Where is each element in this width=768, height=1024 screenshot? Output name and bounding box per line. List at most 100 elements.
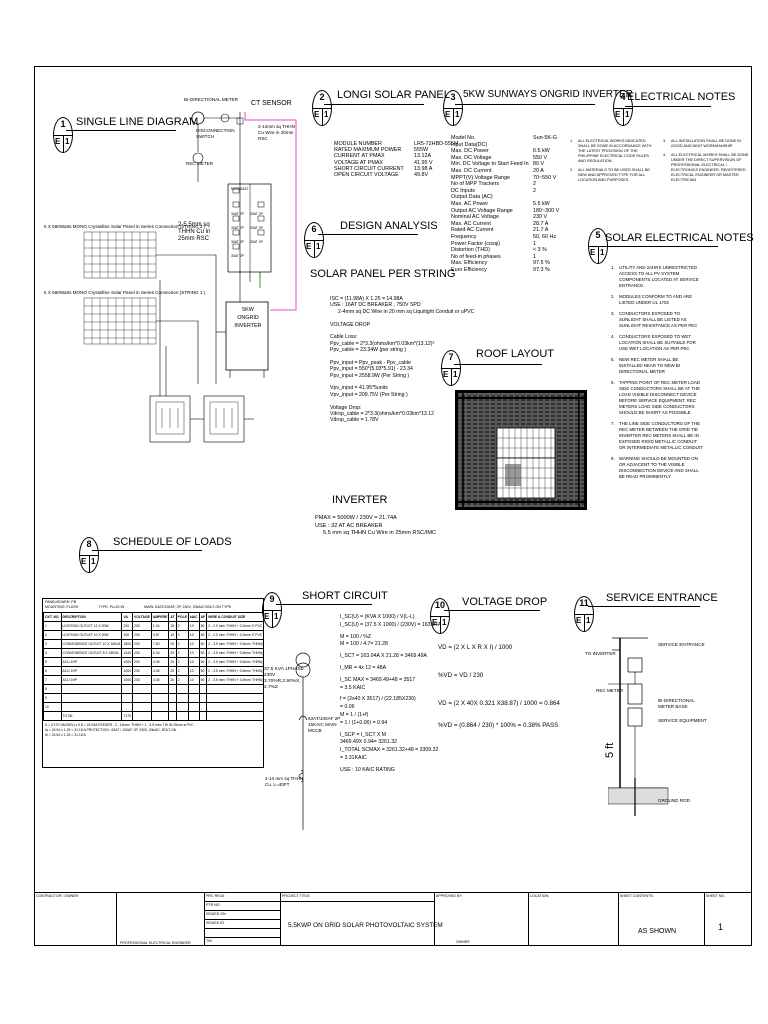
short-circuit-line: M = 100 / 4.7= 21.28 [340,641,388,648]
breaker-label: 30AT 2P [231,254,244,258]
title-underline [324,104,424,105]
title-underline [276,604,372,605]
drawing-sheet-border [34,66,752,946]
table-cell: 2 - 3.5 mm² THHN + 3.5mm² THHN(E) IN 20m… [206,675,263,685]
table-cell: 2 - 2.0 mm² THHN + 2.0mm² E PVC [206,630,263,640]
sheet-no-label: SHEET NO. [706,894,726,898]
inverter-spec-row: Output Data (AC) [451,194,569,201]
table-cell: 2 [175,666,189,676]
note-number: 8. [611,456,615,461]
spec-key: Max. Efficiency [451,260,488,267]
table-cell: 5 [43,657,62,667]
service-entrance-svg [608,637,669,816]
note-text: TAPPING POINT OF REC METER LOAD SIDE CON… [619,380,701,415]
table-cell [175,711,189,721]
table-cell: 10 [43,702,62,712]
location-label: LOCATION: [530,894,550,898]
short-circuit-title: SHORT CIRCUIT [302,590,388,602]
short-circuit-line: = 0.06 [340,704,355,711]
short-circuit-line: I_SCP = I_SCT X M [340,731,387,738]
table-cell: 6 [43,666,62,676]
solar-note: 4.CONDUCTORS EXPOSED TO WET LOCATION SHA… [611,334,703,352]
table-cell: 3 [43,639,62,649]
roof-layout-title: ROOF LAYOUT [476,348,555,360]
breaker-label: MAIN 63AT [231,187,249,191]
spec-key: Max. DC Current [451,167,492,174]
spec-value: 97.3 % [533,266,550,273]
spec-key: Nominal AC Voltage [451,214,499,221]
table-cell [60,702,123,712]
table-cell [168,693,177,703]
table-cell: 7 [43,675,62,685]
design-line: Voltage Drop: [330,404,362,411]
short-circuit-line: f = (2x40 X 3517) / (22.185X230) [340,696,416,703]
roof-layout-svg [455,390,587,510]
spec-key: Max. DC Voltage [451,154,492,161]
electrical-note: 1.ALL ELECTRICAL WORKS INDICATED SHALL B… [570,139,657,164]
string-2-label: 5 X 560Watts MONO Crystalline Solar Pane… [44,224,206,229]
percent-vd-value: %VD = (0.864 / 230) * 100% = 0.38% PASS [438,722,559,729]
table-row: 9 [43,693,263,703]
project-title-label: PROJECT TITLE: [282,894,311,898]
table-cell: 1800 [121,639,133,649]
table-cell: 20 [168,675,177,685]
spec-value: 21.7 A [533,227,549,234]
note-number: 7. [611,421,615,426]
spec-value: LR5-72HBD-555M [414,141,459,147]
table-cell: ACU 1HP [60,666,123,676]
table-cell [121,693,133,703]
note-number: 3. [663,139,667,143]
short-circuit-oneline-svg [295,652,311,830]
loads-column-header: VA [121,612,133,622]
spec-value: 41.95 V [414,159,433,166]
spec-key: Min. DC Voltage to Start Feed In [451,161,529,168]
table-cell: 2 - 3.5 mm² THHN + 3.5mm² THHN(E) IN 20m… [206,666,263,676]
table-cell: 20 [168,648,177,658]
spec-key: No of feed-in phases [451,253,501,260]
table-cell: 9 [43,693,62,703]
short-circuit-line: USE : 10 KAIC RATING [340,766,395,773]
table-cell [150,702,170,712]
table-cell: 6.26 [150,648,170,658]
table-cell: 230 [131,621,152,631]
note-text: THE LINE SIDE CONDUCTORS OF THE REC METE… [619,421,703,450]
table-cell [206,693,263,703]
height-5ft-label: 5 ft [604,742,616,758]
spec-key: Input Data(DC) [451,141,488,148]
table-row: 10 [43,702,263,712]
table-cell: 8 [43,684,62,694]
note-number: 4. [663,153,667,157]
ground-rod-label: GROUND ROD [658,798,690,803]
solar-note: 3.CONDUCTORS EXPOSED TO SUNLIGHT SHALL B… [611,311,703,329]
note-number: 2. [570,168,574,172]
table-cell [121,702,133,712]
table-cell: 50 [198,630,208,640]
table-cell: 2 - 3.5 mm² THHN + 3.5mm² THHN(E) IN 20m… [206,657,263,667]
table-cell [60,684,123,694]
table-cell: 0.87 [150,630,170,640]
table-cell: 7.83 [150,639,170,649]
table-cell: 20 [168,639,177,649]
service-equipment-label: SERVICE EQUIPMENT [658,718,707,723]
note-text: NEW REC METER SHALL BE INSTALLED NEAR TO… [619,357,680,374]
table-cell: 2 - 3.5 mm² THHN + 3.5mm² THHN(E) IN 20m… [206,648,263,658]
table-cell: ACU 1HP [60,675,123,685]
table-row: 8 [43,684,263,694]
spec-key: No of MPP Trackers [451,181,500,188]
feeder-wire-note: 2-5.5mm sq THHN Cu in 25mm RSC [178,222,211,242]
title-block: CONTRACTOR / OWNER: PRC REG# PTR NO. ISS… [34,892,752,946]
inverter-spec-row: Input Data(DC) [451,142,569,149]
note-text: MODULES CONFORM TO AND ARE LISTED UNDER … [619,294,693,305]
tin-label: TIN [206,939,212,943]
breaker-label: 30AT 2P [231,226,244,230]
